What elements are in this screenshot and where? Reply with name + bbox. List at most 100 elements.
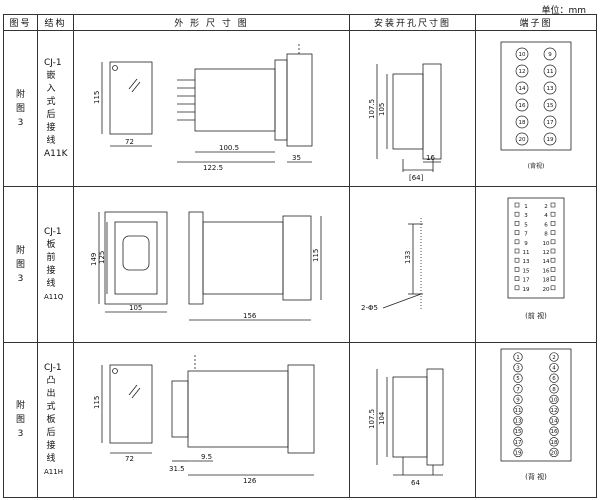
terminal-number: 1 <box>524 204 528 210</box>
dim-cut-w2: [64] <box>409 174 424 182</box>
terminal-pin <box>513 415 523 426</box>
terminal-number: 14 <box>519 86 526 92</box>
dim-cut-h2: 104 <box>378 411 386 425</box>
terminal-number: 18 <box>543 277 550 283</box>
terminal-pin <box>550 266 556 272</box>
terminal-number: 16 <box>519 103 526 109</box>
terminal-pin <box>514 229 520 235</box>
fig-line: 图 <box>15 103 25 114</box>
terminal-pin <box>549 362 559 373</box>
terminal-pin <box>513 384 523 394</box>
type-char: 线 <box>46 453 56 464</box>
terminal-pin <box>515 81 529 94</box>
terminal-number: 6 <box>544 222 548 228</box>
dim-rear-h: 115 <box>312 248 320 261</box>
terminal-number: 14 <box>543 259 550 265</box>
terminal-caption: (前 视) <box>525 311 547 320</box>
fig-no-cell: 附 图 3 <box>3 342 38 498</box>
cutout-drawing: 107.5 104 64 <box>368 368 443 487</box>
outline-drawing-cell: 115 72 100.5 122.5 35 <box>73 30 350 187</box>
terminal-pin <box>514 220 520 226</box>
terminal-pin <box>550 248 556 253</box>
terminal-number: 3 <box>516 366 520 372</box>
type-char: 后 <box>46 427 56 438</box>
terminal-pin <box>513 405 523 415</box>
cutout-drawing-cell: 107.5 105 16 [64] <box>349 30 476 187</box>
dim-hole: 2-Φ5 <box>361 304 378 312</box>
terminal-pin <box>515 132 529 145</box>
terminal-number: 2 <box>544 204 548 210</box>
terminal-number: 9 <box>548 52 552 58</box>
dim-offset: 31.5 <box>169 465 185 473</box>
terminal-number: 13 <box>523 259 530 265</box>
terminal-pin <box>543 115 557 128</box>
terminal-number: 5 <box>516 376 520 382</box>
type-char: 式 <box>46 96 56 107</box>
header-structure: 结构 <box>37 14 74 31</box>
dim-height: 115 <box>93 90 101 103</box>
terminal-number: 14 <box>551 419 558 425</box>
terminal-pin <box>543 132 557 145</box>
terminal-pin <box>550 238 556 244</box>
outline-drawing: 149 125 105 156 115 <box>90 211 321 320</box>
terminal-number: 19 <box>547 137 554 143</box>
fig-line: 附 <box>15 245 25 256</box>
terminal-pin <box>549 426 559 436</box>
terminal-number: 13 <box>515 419 522 425</box>
fig-line: 附 <box>15 401 25 411</box>
dim-cut-h: 133 <box>404 250 412 263</box>
terminal-pin <box>514 202 520 207</box>
dim-cut-w: 64 <box>411 479 420 487</box>
fig-no-cell: 附 图 3 <box>3 30 38 187</box>
terminal-number: 5 <box>524 222 528 228</box>
fig-line: 3 <box>17 117 24 128</box>
terminal-pin <box>550 285 556 290</box>
model-code: A11Q <box>44 292 64 301</box>
header-outline: 外 形 尺 寸 图 <box>73 14 350 31</box>
terminal-number: 20 <box>543 286 550 292</box>
terminal-pin <box>514 211 520 217</box>
table-row: 附 图 3 CJ-1 板 前 接 线 A11Q 149 125 <box>3 186 597 343</box>
dim-depth: 126 <box>243 477 257 485</box>
dim-h2: 125 <box>98 250 106 263</box>
terminal-caption: (背 视) <box>525 472 547 481</box>
terminal-number: 7 <box>524 231 528 237</box>
terminal-pin <box>514 285 520 290</box>
terminal-pin <box>550 257 556 262</box>
outline-drawing-cell: 149 125 105 156 115 <box>73 186 350 343</box>
terminal-pin <box>513 426 523 436</box>
terminal-number: 3 <box>524 213 528 219</box>
terminal-pin <box>549 394 559 405</box>
terminal-number: 10 <box>543 240 550 246</box>
terminal-pin <box>549 437 559 447</box>
model-label: CJ-1 <box>44 362 62 373</box>
model-label: CJ-1 <box>44 226 62 237</box>
terminal-number: 10 <box>551 397 558 403</box>
fig-line: 附 <box>15 89 25 100</box>
terminal-number: 20 <box>551 450 558 456</box>
terminal-number: 15 <box>523 268 530 274</box>
fig-line: 3 <box>17 429 24 439</box>
terminal-number: 16 <box>543 268 550 274</box>
terminal-number: 9 <box>516 397 520 403</box>
terminal-caption: (背视) <box>528 162 545 170</box>
cutout-drawing: 107.5 105 16 [64] <box>368 63 441 182</box>
dim-height: 115 <box>93 396 101 409</box>
terminal-pin <box>550 220 556 226</box>
type-char: 入 <box>46 83 56 94</box>
terminal-number: 11 <box>515 408 522 414</box>
fig-line: 图 <box>15 415 25 425</box>
terminal-number: 19 <box>523 286 530 292</box>
cutout-drawing-cell: 107.5 104 64 <box>349 342 476 498</box>
type-char: 嵌 <box>46 70 56 81</box>
structure-cell: CJ-1 凸 出 式 板 后 接 线 A11H <box>37 342 74 498</box>
type-char: 接 <box>46 265 56 276</box>
header-row: 图号 结构 外 形 尺 寸 图 安装开孔尺寸图 端子图 <box>3 14 597 31</box>
dim-cut-h1: 107.5 <box>368 98 376 118</box>
type-char: 式 <box>46 401 56 412</box>
terminal-number: 15 <box>515 429 522 435</box>
dim-width: 72 <box>125 138 134 146</box>
